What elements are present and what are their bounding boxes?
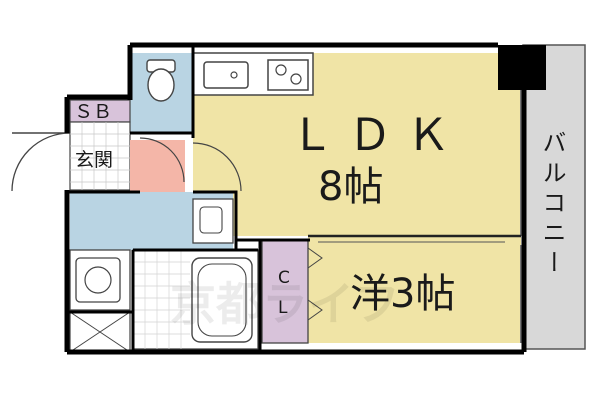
- hallway-tile: [130, 140, 185, 192]
- watermark: 京都ライフ: [170, 277, 400, 331]
- ldk-door-swing: [192, 142, 242, 192]
- inner-walls: [67, 45, 310, 352]
- kitchen-sink: [203, 61, 249, 89]
- outer-walls: [64, 42, 527, 355]
- stove-burner: [290, 73, 302, 85]
- washbasin-bowl: [199, 206, 223, 234]
- ldk-label: ＬＤＫ: [290, 110, 464, 161]
- closet-label-top: C: [278, 268, 290, 288]
- toilet-door-swing: [139, 137, 185, 183]
- toilet-bowl: [147, 68, 175, 102]
- sink-drain: [230, 71, 238, 79]
- western-room-label: 洋3帖: [350, 271, 455, 317]
- entrance-tiles: [70, 122, 130, 190]
- closet-door: [307, 247, 323, 269]
- ldk-size: 8帖: [318, 164, 383, 210]
- entrance-door-swing: [11, 132, 71, 192]
- entrance-label: 玄関: [75, 149, 113, 171]
- sb-label: ＳＢ: [74, 101, 112, 123]
- stove-burner: [275, 64, 287, 76]
- closet-door: [307, 299, 323, 321]
- closet: [261, 239, 309, 344]
- balcony-label: バルコニー: [538, 130, 566, 280]
- washing-machine: [75, 257, 121, 303]
- closet-label-bottom: L: [278, 298, 288, 318]
- balcony: [522, 44, 586, 350]
- bathroom-tiles: [133, 250, 190, 349]
- pipe-space-cross: [69, 311, 131, 353]
- entrance-floor: [69, 121, 131, 191]
- column: [498, 45, 546, 90]
- bathtub-inner: [197, 263, 247, 337]
- stove-top: [267, 59, 309, 91]
- western-room-floor: [308, 236, 521, 343]
- washing-drum: [84, 266, 112, 294]
